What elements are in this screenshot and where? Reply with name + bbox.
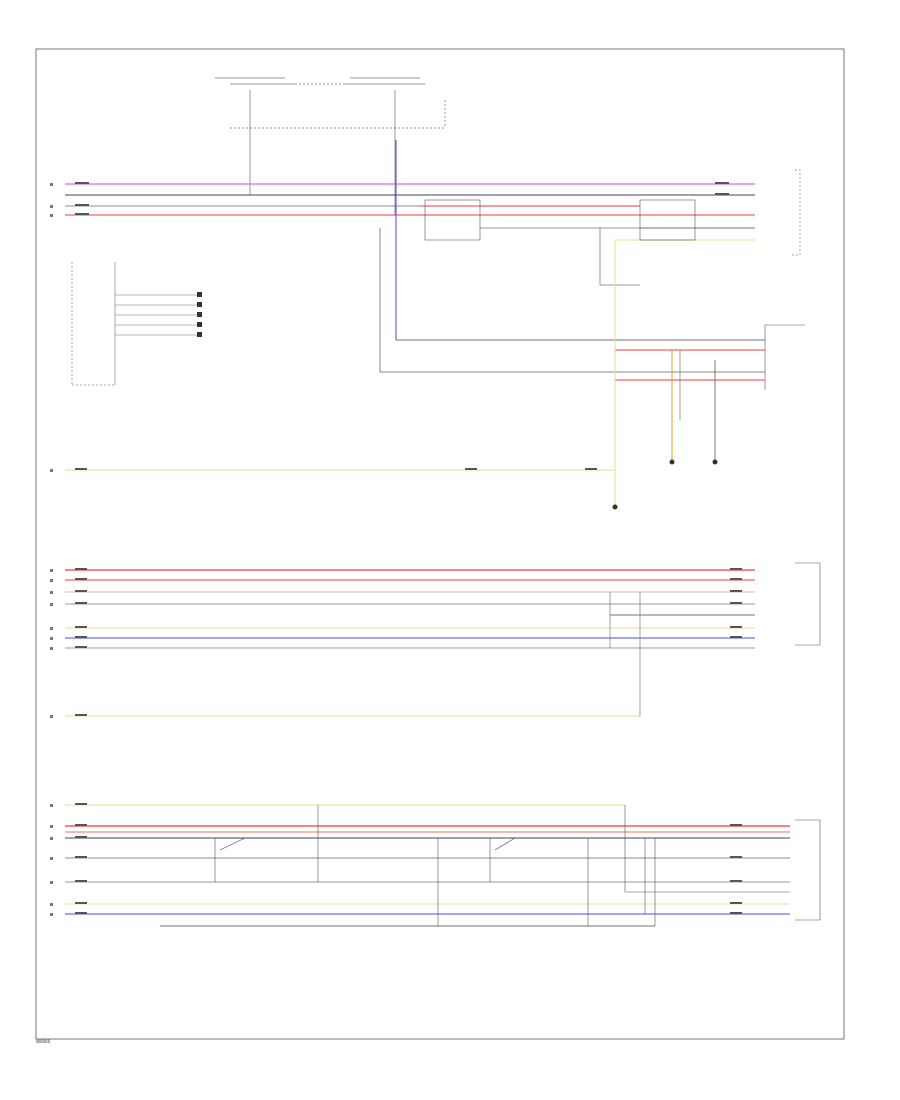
wire-label-marks xyxy=(75,182,742,914)
connector-box-sec3 xyxy=(795,819,821,921)
top-feed-components xyxy=(215,77,446,215)
bottom-verticals xyxy=(214,805,790,926)
ground-terminals xyxy=(197,292,202,337)
ground-symbols-mid xyxy=(612,459,718,510)
connector-box-right-1 xyxy=(790,169,801,256)
connector-box-right-2 xyxy=(764,324,805,390)
left-pin-markers xyxy=(50,183,53,916)
connector-box-sec2 xyxy=(795,562,821,646)
wire-gray-loop xyxy=(379,228,765,373)
left-control-module xyxy=(71,262,200,386)
diagram-frame xyxy=(35,48,845,1040)
footer-code: W0000 xyxy=(36,1039,51,1044)
switch-symbols xyxy=(219,837,516,851)
relay-boxes xyxy=(424,199,696,286)
